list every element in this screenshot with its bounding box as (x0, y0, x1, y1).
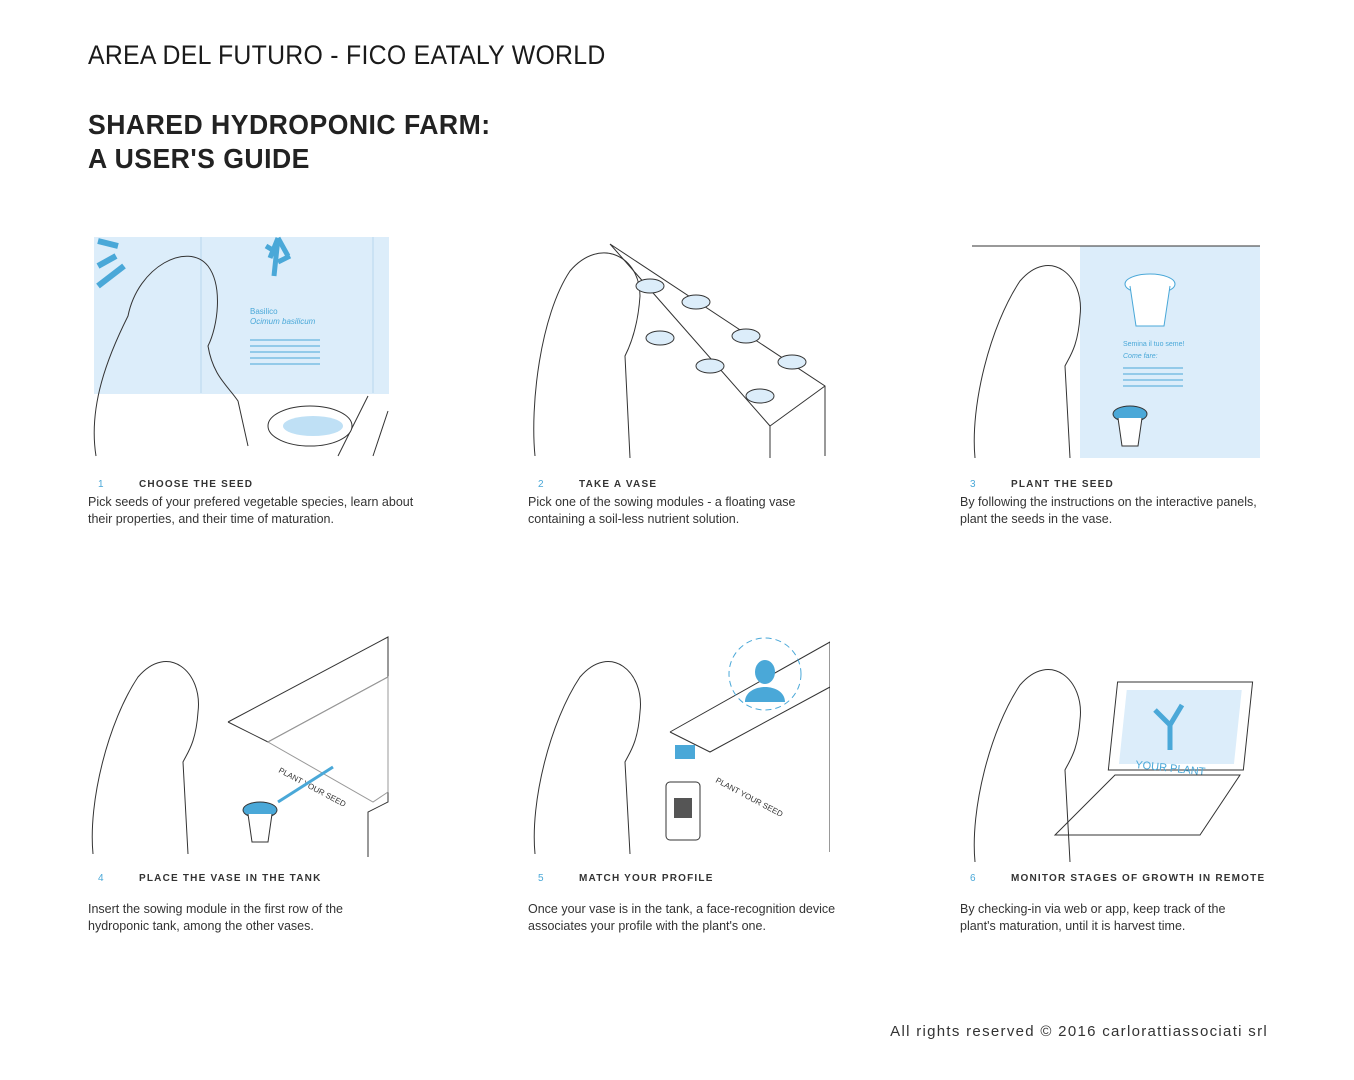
panel-text-2: Come fare: (1123, 353, 1158, 360)
step-description: Pick seeds of your prefered vegetable sp… (88, 495, 414, 526)
illustration-match-profile: PLANT YOUR SEED (533, 637, 830, 855)
step-label: MATCH YOUR PROFILE (579, 873, 714, 884)
step-number: 6 (970, 873, 976, 884)
step-label: PLANT THE SEED (1011, 479, 1114, 490)
copyright-footer: All rights reserved © 2016 carlorattiass… (890, 1023, 1268, 1040)
step-label: TAKE A VASE (579, 479, 658, 490)
illustration-monitor-growth: YOUR PLANT (973, 669, 1254, 863)
step-description: Once your vase is in the tank, a face-re… (528, 902, 836, 933)
step-description: Insert the sowing module in the first ro… (88, 902, 343, 933)
step-description: Pick one of the sowing modules - a float… (528, 495, 796, 526)
step-number: 2 (538, 479, 544, 490)
illustration-plant-seed: Semina il tuo seme! Come fare: (972, 245, 1260, 459)
step-number: 3 (970, 479, 976, 490)
step-description: By following the instructions on the int… (960, 495, 1257, 526)
illustration-choose-seed: Basilico Ocimum basilicum (93, 236, 389, 457)
title-line-2: A USER'S GUIDE (88, 143, 310, 174)
step-description: By checking-in via web or app, keep trac… (960, 902, 1226, 933)
step-label: MONITOR STAGES OF GROWTH IN REMOTE (1011, 873, 1266, 884)
step-label: PLACE THE VASE IN THE TANK (139, 873, 322, 884)
page-title: SHARED HYDROPONIC FARM: A USER'S GUIDE (88, 108, 491, 176)
panel-text-1: Semina il tuo seme! (1123, 341, 1185, 348)
tank-label: PLANT YOUR SEED (714, 776, 785, 819)
step-number: 1 (98, 479, 104, 490)
illustration-take-vase (533, 243, 826, 459)
illustration-place-vase: PLANT YOUR SEED (91, 636, 389, 857)
panel-text-2: Ocimum basilicum (250, 317, 316, 326)
header-title: AREA DEL FUTURO - FICO EATALY WORLD (88, 40, 606, 70)
step-number: 5 (538, 873, 544, 884)
step-label: CHOOSE THE SEED (139, 479, 254, 490)
title-line-1: SHARED HYDROPONIC FARM: (88, 109, 491, 140)
panel-text-1: Basilico (250, 307, 278, 316)
step-number: 4 (98, 873, 104, 884)
